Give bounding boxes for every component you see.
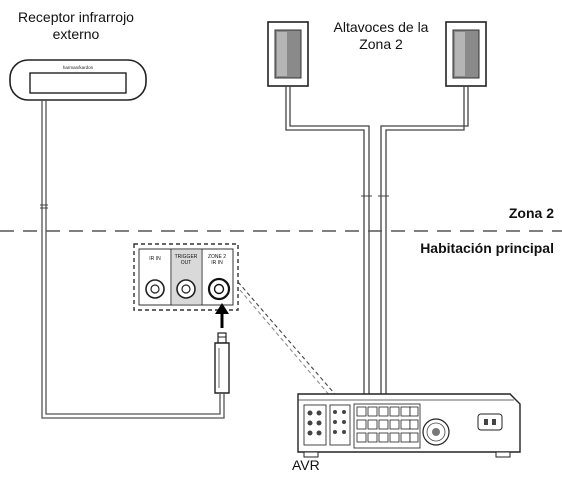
main-room-label: Habitación principal — [420, 240, 554, 256]
trigger-out-label-1: TRIGGER — [175, 254, 198, 260]
zone2-speakers-title-line2: Zona 2 — [359, 36, 403, 52]
zone2-speakers-title: Altavoces de la Zona 2 — [318, 19, 444, 53]
insert-arrow — [215, 303, 229, 328]
external-ir-receiver: harman/kardon — [9, 59, 147, 101]
zone2-ir-in-label-1: ZONE 2 — [208, 254, 226, 260]
mini-jack-plug — [214, 332, 230, 394]
ir-receiver-title-line1: Receptor infrarrojo — [18, 9, 134, 25]
trigger-out-label-2: OUT — [181, 260, 192, 266]
ir-receiver-cable — [41, 100, 225, 419]
zone2-speaker-left — [267, 21, 309, 87]
ir-receiver-title: Receptor infrarrojo externo — [6, 9, 146, 43]
zone2-ir-in-label-2: IR IN — [211, 260, 223, 266]
zone2-speaker-right — [445, 21, 487, 87]
jack-panel-zoom: IR IN TRIGGER OUT ZONE 2 IR IN — [133, 243, 239, 311]
avr-label: AVR — [292, 457, 320, 473]
avr-rear-panel — [297, 393, 521, 458]
speaker-wire-left — [285, 86, 370, 412]
ir-receiver-title-line2: externo — [52, 26, 100, 42]
receiver-brand-text: harman/kardon — [63, 65, 94, 70]
speaker-wire-right — [380, 86, 469, 412]
callout-line — [237, 281, 341, 401]
ir-in-label: IR IN — [149, 256, 161, 262]
zone2-label: Zona 2 — [508, 205, 554, 221]
zone2-speakers-title-line1: Altavoces de la — [333, 19, 429, 35]
